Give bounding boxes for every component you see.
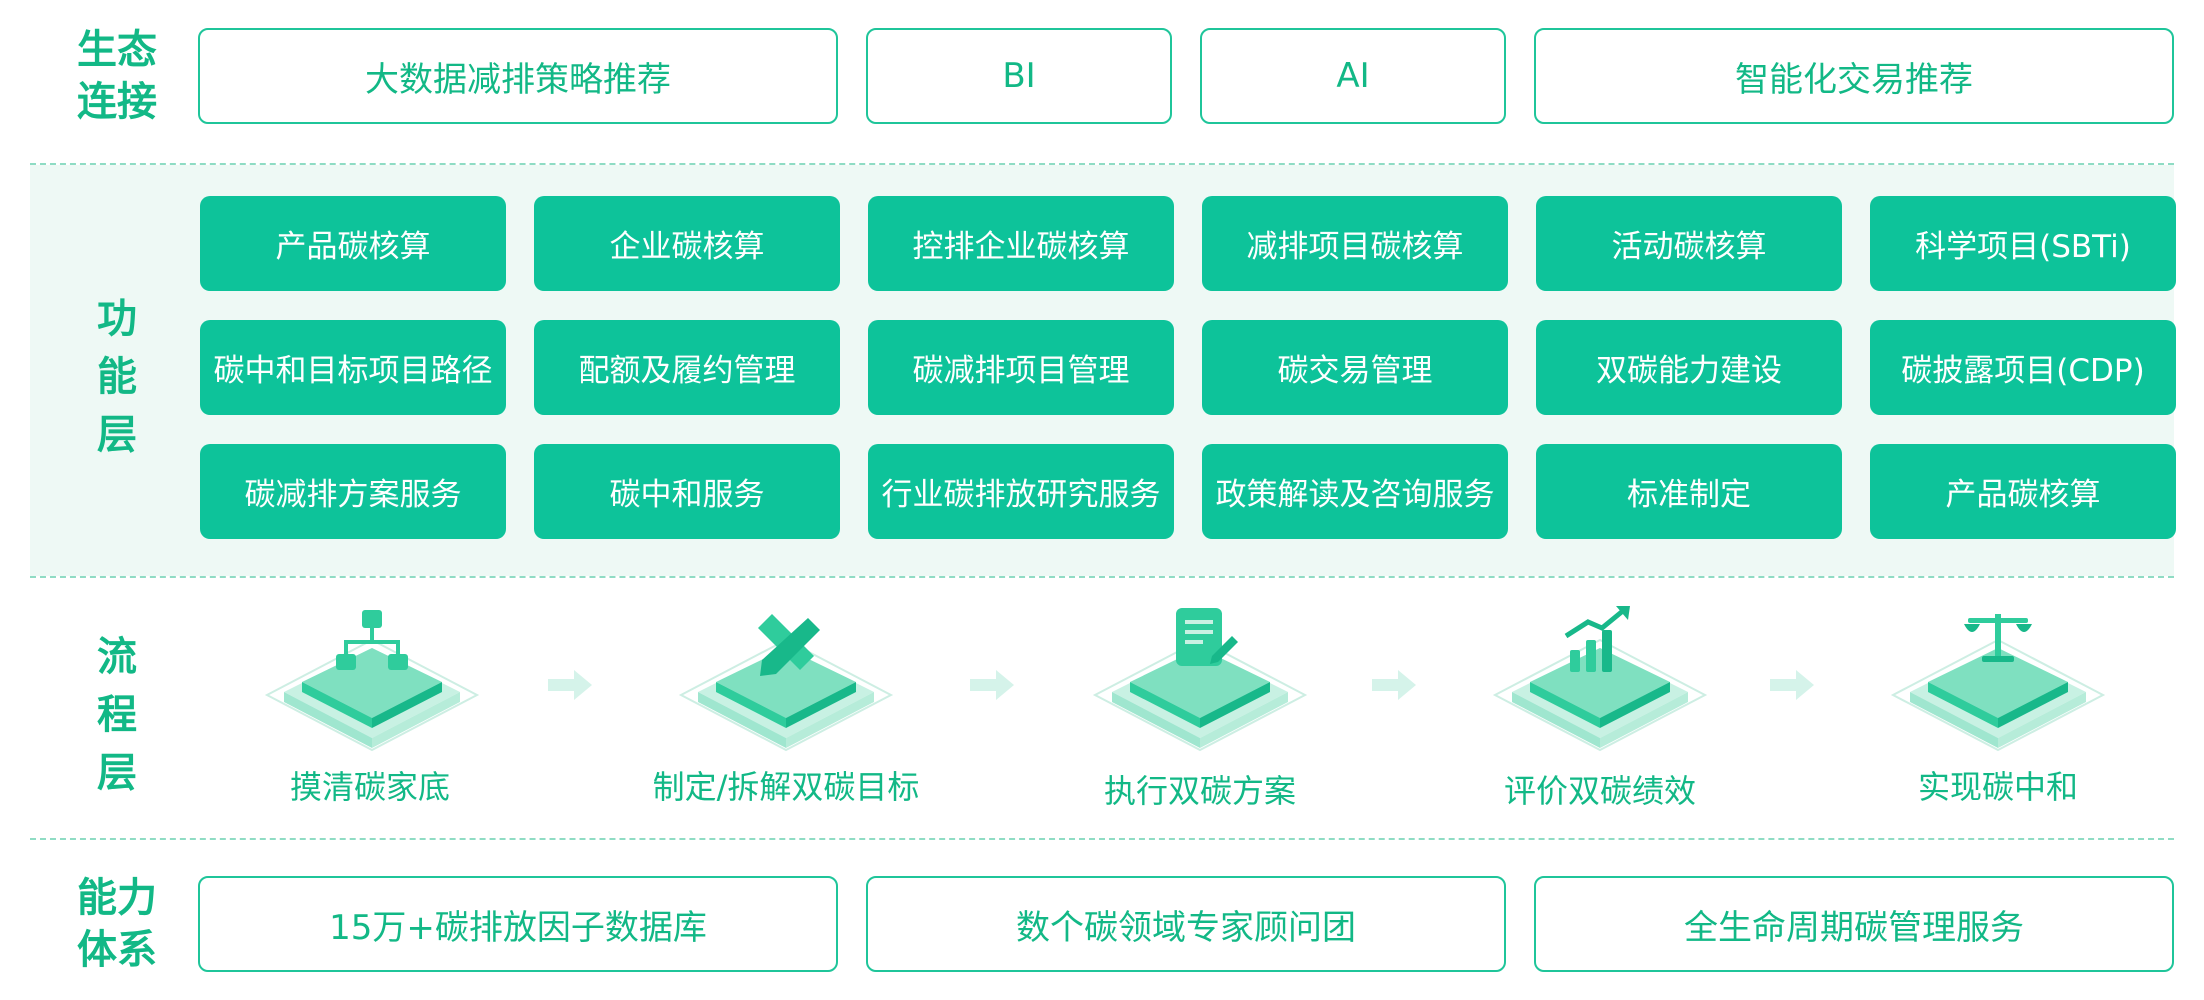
func-box: 政策解读及咨询服务: [1202, 444, 1508, 539]
func-box: 配额及履约管理: [534, 320, 840, 415]
func-box: 碳披露项目(CDP): [1870, 320, 2176, 415]
func-box: 碳减排方案服务: [200, 444, 506, 539]
func-box: 碳减排项目管理: [868, 320, 1174, 415]
func-box: 产品碳核算: [1870, 444, 2176, 539]
function-label-line3: 层: [97, 412, 137, 458]
pencil-ruler-icon: [678, 614, 894, 752]
func-box: 碳交易管理: [1202, 320, 1508, 415]
process-label-line2: 程: [97, 692, 137, 738]
eco-item-smart-trade: 智能化交易推荐: [1534, 28, 2174, 124]
func-box: 活动碳核算: [1536, 196, 1842, 291]
arrow-right-icon: [970, 670, 1014, 700]
step-label: 评价双碳绩效: [1503, 772, 1696, 810]
func-box: 产品碳核算: [200, 196, 506, 291]
divider-bottom: [30, 838, 2174, 840]
capability-item-experts: 数个碳领域专家顾问团: [866, 876, 1506, 972]
function-label-line1: 功: [97, 296, 137, 342]
step-label: 执行双碳方案: [1103, 772, 1296, 810]
arrow-right-icon: [1372, 670, 1416, 700]
func-box: 碳中和目标项目路径: [200, 320, 506, 415]
func-box: 减排项目碳核算: [1202, 196, 1508, 291]
func-box: 双碳能力建设: [1536, 320, 1842, 415]
func-box: 行业碳排放研究服务: [868, 444, 1174, 539]
function-layer-label: 功 能 层: [62, 290, 172, 464]
process-label-line3: 层: [97, 750, 137, 796]
step-label: 制定/拆解双碳目标: [652, 768, 920, 806]
divider-top: [30, 163, 2174, 165]
eco-label-line2: 连接: [77, 79, 157, 125]
capability-item-lifecycle: 全生命周期碳管理服务: [1534, 876, 2174, 972]
capability-label-line1: 能力: [77, 875, 157, 921]
eco-item-ai: AI: [1200, 28, 1506, 124]
document-edit-icon: [1092, 608, 1308, 752]
func-box: 标准制定: [1536, 444, 1842, 539]
eco-item-bi: BI: [866, 28, 1172, 124]
arrow-right-icon: [1770, 670, 1814, 700]
step-label: 摸清碳家底: [289, 768, 450, 806]
eco-layer-label: 生态 连接: [62, 24, 172, 128]
arrow-right-icon: [548, 670, 592, 700]
func-box: 控排企业碳核算: [868, 196, 1174, 291]
func-box: 碳中和服务: [534, 444, 840, 539]
func-box: 科学项目(SBTi): [1870, 196, 2176, 291]
process-label-line1: 流: [97, 634, 137, 680]
function-label-line2: 能: [97, 354, 137, 400]
capability-layer-label: 能力 体系: [62, 872, 172, 976]
step-label: 实现碳中和: [1917, 768, 2078, 806]
eco-item-big-data: 大数据减排策略推荐: [198, 28, 838, 124]
func-box: 企业碳核算: [534, 196, 840, 291]
capability-label-line2: 体系: [77, 927, 157, 973]
balance-scale-icon: [1890, 614, 2106, 752]
bar-chart-icon: [1492, 606, 1708, 752]
capability-item-database: 15万+碳排放因子数据库: [198, 876, 838, 972]
hierarchy-icon: [264, 610, 480, 752]
eco-label-line1: 生态: [77, 27, 157, 73]
process-layer-label: 流 程 层: [62, 628, 172, 802]
divider-middle: [30, 576, 2174, 578]
